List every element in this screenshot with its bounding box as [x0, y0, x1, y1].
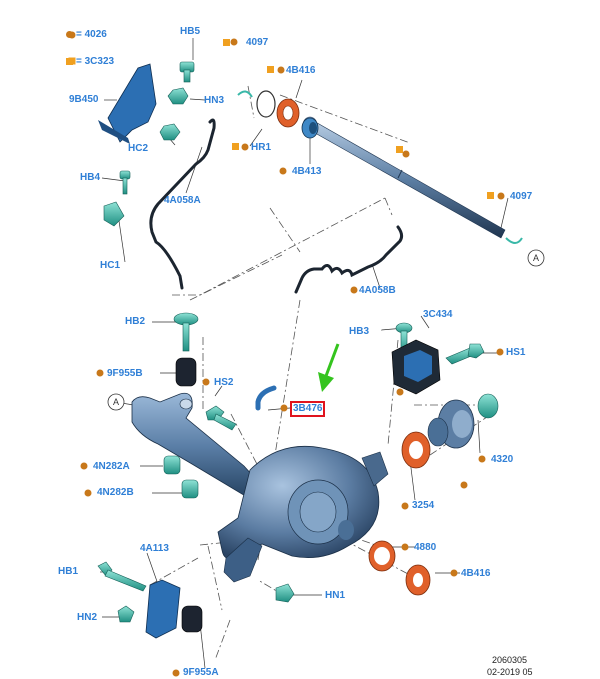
- bushings: [175, 357, 203, 633]
- label-hn3: HN3: [204, 95, 225, 106]
- orange-square-icon: [66, 57, 73, 65]
- label-4a058b: 4A058B: [359, 285, 396, 296]
- legend-dot: = 4026: [66, 29, 107, 40]
- label-9f955a: 9F955A: [183, 667, 219, 678]
- callout-circles: [107, 249, 545, 411]
- label-hs1: HS1: [506, 347, 526, 358]
- label-hb2: HB2: [125, 316, 146, 327]
- reference-markers: [68, 31, 505, 677]
- callout-a-left: A: [113, 397, 120, 407]
- label-hc1: HC1: [100, 260, 121, 271]
- label-hr1: HR1: [251, 142, 272, 153]
- fasteners: [97, 61, 499, 623]
- vent-elbow-3b476: [255, 385, 277, 411]
- label-4a113: 4A113: [140, 543, 169, 554]
- label-4n282b: 4N282B: [97, 487, 134, 498]
- label-hc2: HC2: [128, 143, 149, 154]
- label-hn1: HN1: [325, 590, 346, 601]
- bracket-9b450: [98, 63, 157, 144]
- label-3c434: 3C434: [423, 309, 453, 320]
- snap-ring-hr1: [256, 90, 276, 118]
- label-3254: 3254: [412, 500, 435, 511]
- label-9b450: 9B450: [69, 94, 99, 105]
- seal-4b416-top: [276, 98, 300, 128]
- label-4b416-bottom: 4B416: [461, 568, 491, 579]
- footer-code: 2060305: [492, 655, 528, 665]
- label-hb5: HB5: [180, 26, 201, 37]
- label-hb3: HB3: [349, 326, 370, 337]
- label-hb1: HB1: [58, 566, 79, 577]
- label-4b413: 4B413: [292, 166, 322, 177]
- vent-tube-4a058b: [294, 225, 404, 294]
- label-4b416-top: 4B416: [286, 65, 316, 76]
- highlight-arrow: [318, 343, 340, 392]
- label-4a058a: 4A058A: [164, 195, 201, 206]
- footer-date: 02-2019 05: [487, 667, 533, 677]
- label-4880: 4880: [414, 542, 437, 553]
- mount-3c434: [391, 339, 441, 395]
- clip-4097-right: [505, 237, 523, 244]
- orange-dot-icon: [66, 30, 73, 38]
- label-hn2: HN2: [77, 612, 98, 623]
- legend-square: = 3C323: [66, 56, 114, 67]
- seal-rings: [368, 431, 431, 596]
- label-hb4: HB4: [80, 172, 101, 183]
- label-4320: 4320: [491, 454, 514, 465]
- callout-a-top: A: [533, 253, 540, 263]
- label-4097-right: 4097: [510, 191, 533, 202]
- label-4097-top: 4097: [246, 37, 269, 48]
- legend-dot-eq: =: [76, 29, 82, 40]
- vent-tube-4a058a: [149, 118, 216, 290]
- legend-square-eq: =: [76, 56, 82, 67]
- axle-shaft: [302, 116, 506, 239]
- label-3b476-highlighted: 3B476: [290, 401, 326, 417]
- bearing-4b413: [301, 117, 319, 139]
- label-hs2: HS2: [214, 377, 234, 388]
- label-4n282a: 4N282A: [93, 461, 130, 472]
- legend-dot-value: 4026: [84, 29, 107, 40]
- legend-square-value: 3C323: [84, 56, 115, 67]
- bracket-4a113: [145, 579, 181, 639]
- label-9f955b: 9F955B: [107, 368, 143, 379]
- hub-4320: [427, 399, 475, 449]
- axle-housing: [131, 392, 389, 583]
- clip-4097-top: [237, 90, 253, 98]
